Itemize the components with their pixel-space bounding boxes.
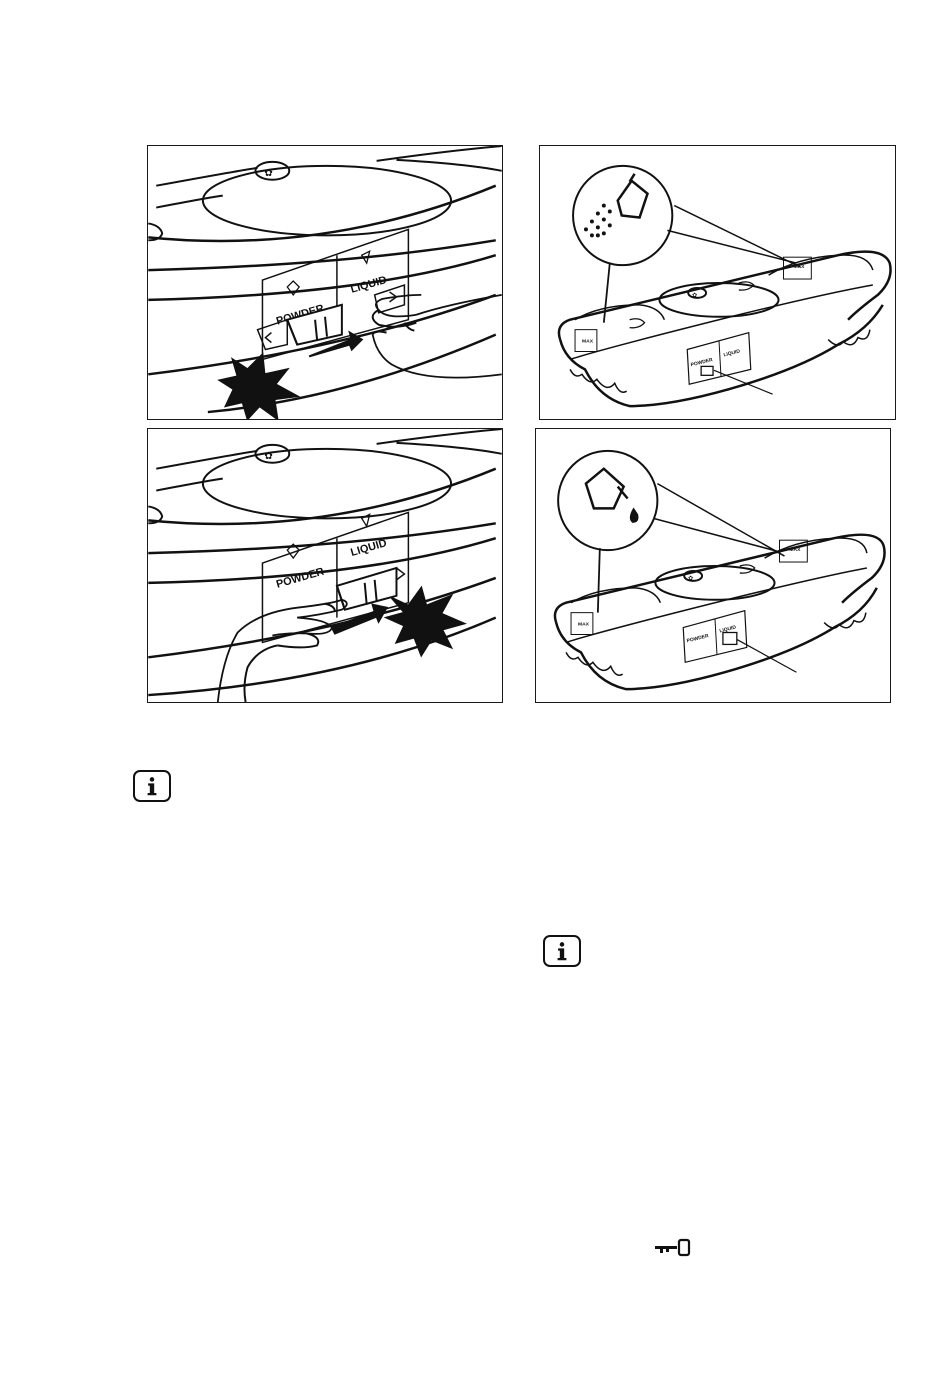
svg-text:✿: ✿ bbox=[264, 168, 272, 179]
max-label-right: MAX bbox=[789, 547, 801, 553]
figure-drawer-liquid: ✿ MAX MAX POWDER LIQUID bbox=[535, 428, 891, 703]
key-lock-icon bbox=[655, 1238, 691, 1258]
svg-text:✿: ✿ bbox=[264, 451, 272, 462]
figure-drawer-powder: ✿ MAX MAX POWDER LIQUID bbox=[539, 145, 896, 420]
powder-label: POWDER bbox=[275, 566, 326, 591]
info-icon bbox=[543, 935, 581, 967]
svg-text:✿: ✿ bbox=[692, 292, 697, 299]
powder-label: POWDER bbox=[686, 633, 709, 644]
figure-flap-liquid-position: ✿ POWDER LIQUID bbox=[147, 428, 503, 703]
max-label-left: MAX bbox=[582, 339, 594, 345]
figure-flap-powder-position: ✿ POWDER LIQUID bbox=[147, 145, 503, 420]
info-icon bbox=[133, 770, 171, 802]
liquid-label: LIQUID bbox=[723, 348, 741, 358]
svg-text:✿: ✿ bbox=[688, 575, 693, 582]
max-label-left: MAX bbox=[578, 622, 590, 628]
